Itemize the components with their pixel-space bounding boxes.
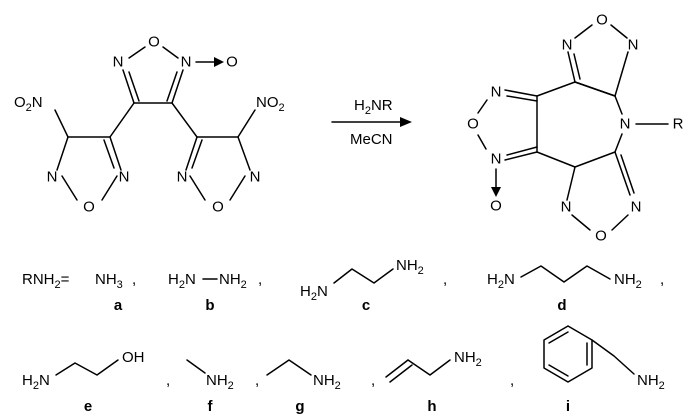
separator: , bbox=[510, 372, 514, 389]
n-oxide-o-atom: O bbox=[226, 54, 238, 71]
amine-b-formula: H2N bbox=[168, 271, 196, 291]
legend-prefix: RNH2= bbox=[22, 271, 70, 291]
left-furazan-n-atom-2: N bbox=[119, 169, 130, 186]
left-furazan-ring: N N O O2N bbox=[14, 94, 129, 216]
amine-c: H2N NH2 , c bbox=[300, 257, 447, 314]
amine-a: NH3 , a bbox=[95, 271, 136, 314]
right-furazan-o-atom: O bbox=[212, 199, 224, 216]
solvent-label: MeCN bbox=[350, 131, 393, 148]
furoxan-n-atom: N bbox=[113, 54, 124, 71]
furoxan-o-atom: O bbox=[148, 34, 160, 51]
amine-f-formula: NH2 bbox=[206, 372, 234, 392]
amine-d: H2N NH2 , d bbox=[487, 265, 664, 314]
separator: , bbox=[660, 271, 664, 288]
amine-g-formula: NH2 bbox=[313, 372, 341, 392]
product-n-oxide-o-atom: O bbox=[490, 198, 502, 215]
amine-i: NH2 i bbox=[543, 325, 665, 415]
left-furazan-n-atom: N bbox=[47, 169, 58, 186]
top-furazan-ring: N N O bbox=[562, 12, 639, 97]
left-furoxan-n-oxide-atom: N bbox=[491, 151, 502, 168]
amine-b: H2N NH2 , b bbox=[168, 271, 262, 314]
azepine-n-atom: N bbox=[620, 116, 631, 133]
top-furazan-n-atom: N bbox=[562, 37, 573, 54]
left-furazan-o-atom: O bbox=[83, 199, 95, 216]
separator: , bbox=[258, 271, 262, 288]
right-furazan-ring: N N O NO2 bbox=[177, 94, 285, 216]
amine-h: NH2 , h bbox=[385, 349, 514, 415]
amine-legend: RNH2= NH3 , a H2N NH2 , b H2N NH2 , c H2… bbox=[22, 257, 665, 415]
reaction-arrow: H2NR MeCN bbox=[331, 97, 412, 148]
svg-text:NH2: NH2 bbox=[396, 257, 424, 277]
amine-h-letter: h bbox=[427, 398, 436, 415]
bottom-furazan-o-atom: O bbox=[595, 228, 607, 245]
amine-e-letter: e bbox=[84, 398, 92, 415]
amine-h-formula: NH2 bbox=[454, 349, 482, 369]
right-furazan-n-atom-2: N bbox=[250, 169, 261, 186]
right-nitro-group: NO2 bbox=[256, 94, 285, 114]
amine-i-formula: NH2 bbox=[637, 372, 665, 392]
top-furazan-o-atom: O bbox=[596, 12, 608, 29]
starting-material: O N N O N N O O2N bbox=[14, 34, 285, 216]
top-furazan-n-atom-2: N bbox=[628, 37, 639, 54]
amine-a-letter: a bbox=[114, 297, 123, 314]
amine-f-letter: f bbox=[208, 398, 214, 415]
left-furoxan-n-atom: N bbox=[491, 84, 502, 101]
bottom-furazan-n-atom-2: N bbox=[631, 199, 642, 216]
bottom-furazan-n-atom: N bbox=[561, 199, 572, 216]
amine-a-formula: NH3 bbox=[95, 271, 123, 291]
separator: , bbox=[166, 372, 170, 389]
central-furoxan-ring: O N N O bbox=[113, 34, 238, 104]
furoxan-n-oxide-atom: N bbox=[181, 54, 192, 71]
left-furoxan-o-atom: O bbox=[467, 116, 479, 133]
r-substituent: R bbox=[673, 116, 684, 133]
amine-i-letter: i bbox=[566, 398, 570, 415]
amine-e: H2N OH , e bbox=[22, 349, 170, 415]
amine-d-formula: H2N bbox=[487, 271, 515, 291]
reagent-label: H2NR bbox=[354, 97, 393, 117]
left-nitro-group: O2N bbox=[14, 94, 43, 114]
amine-d-letter: d bbox=[557, 297, 566, 314]
bottom-furazan-ring: N N O bbox=[561, 151, 642, 245]
amine-c-letter: c bbox=[362, 297, 370, 314]
product: N R N N O N N O bbox=[467, 12, 683, 245]
separator: , bbox=[255, 372, 259, 389]
amine-c-formula: H2N bbox=[300, 283, 328, 303]
separator: , bbox=[132, 271, 136, 288]
svg-text:NH2: NH2 bbox=[219, 271, 247, 291]
amine-f: NH2 , f bbox=[186, 359, 259, 415]
amine-e-formula: H2N bbox=[22, 372, 50, 392]
amine-g: NH2 , g bbox=[266, 359, 375, 415]
amine-g-letter: g bbox=[295, 398, 304, 415]
svg-text:OH: OH bbox=[122, 349, 145, 366]
svg-text:NH2: NH2 bbox=[614, 271, 642, 291]
left-furoxan-ring: N O N O bbox=[467, 84, 538, 215]
separator: , bbox=[371, 372, 375, 389]
amine-b-letter: b bbox=[205, 297, 214, 314]
separator: , bbox=[443, 271, 447, 288]
right-furazan-n-atom: N bbox=[177, 169, 188, 186]
